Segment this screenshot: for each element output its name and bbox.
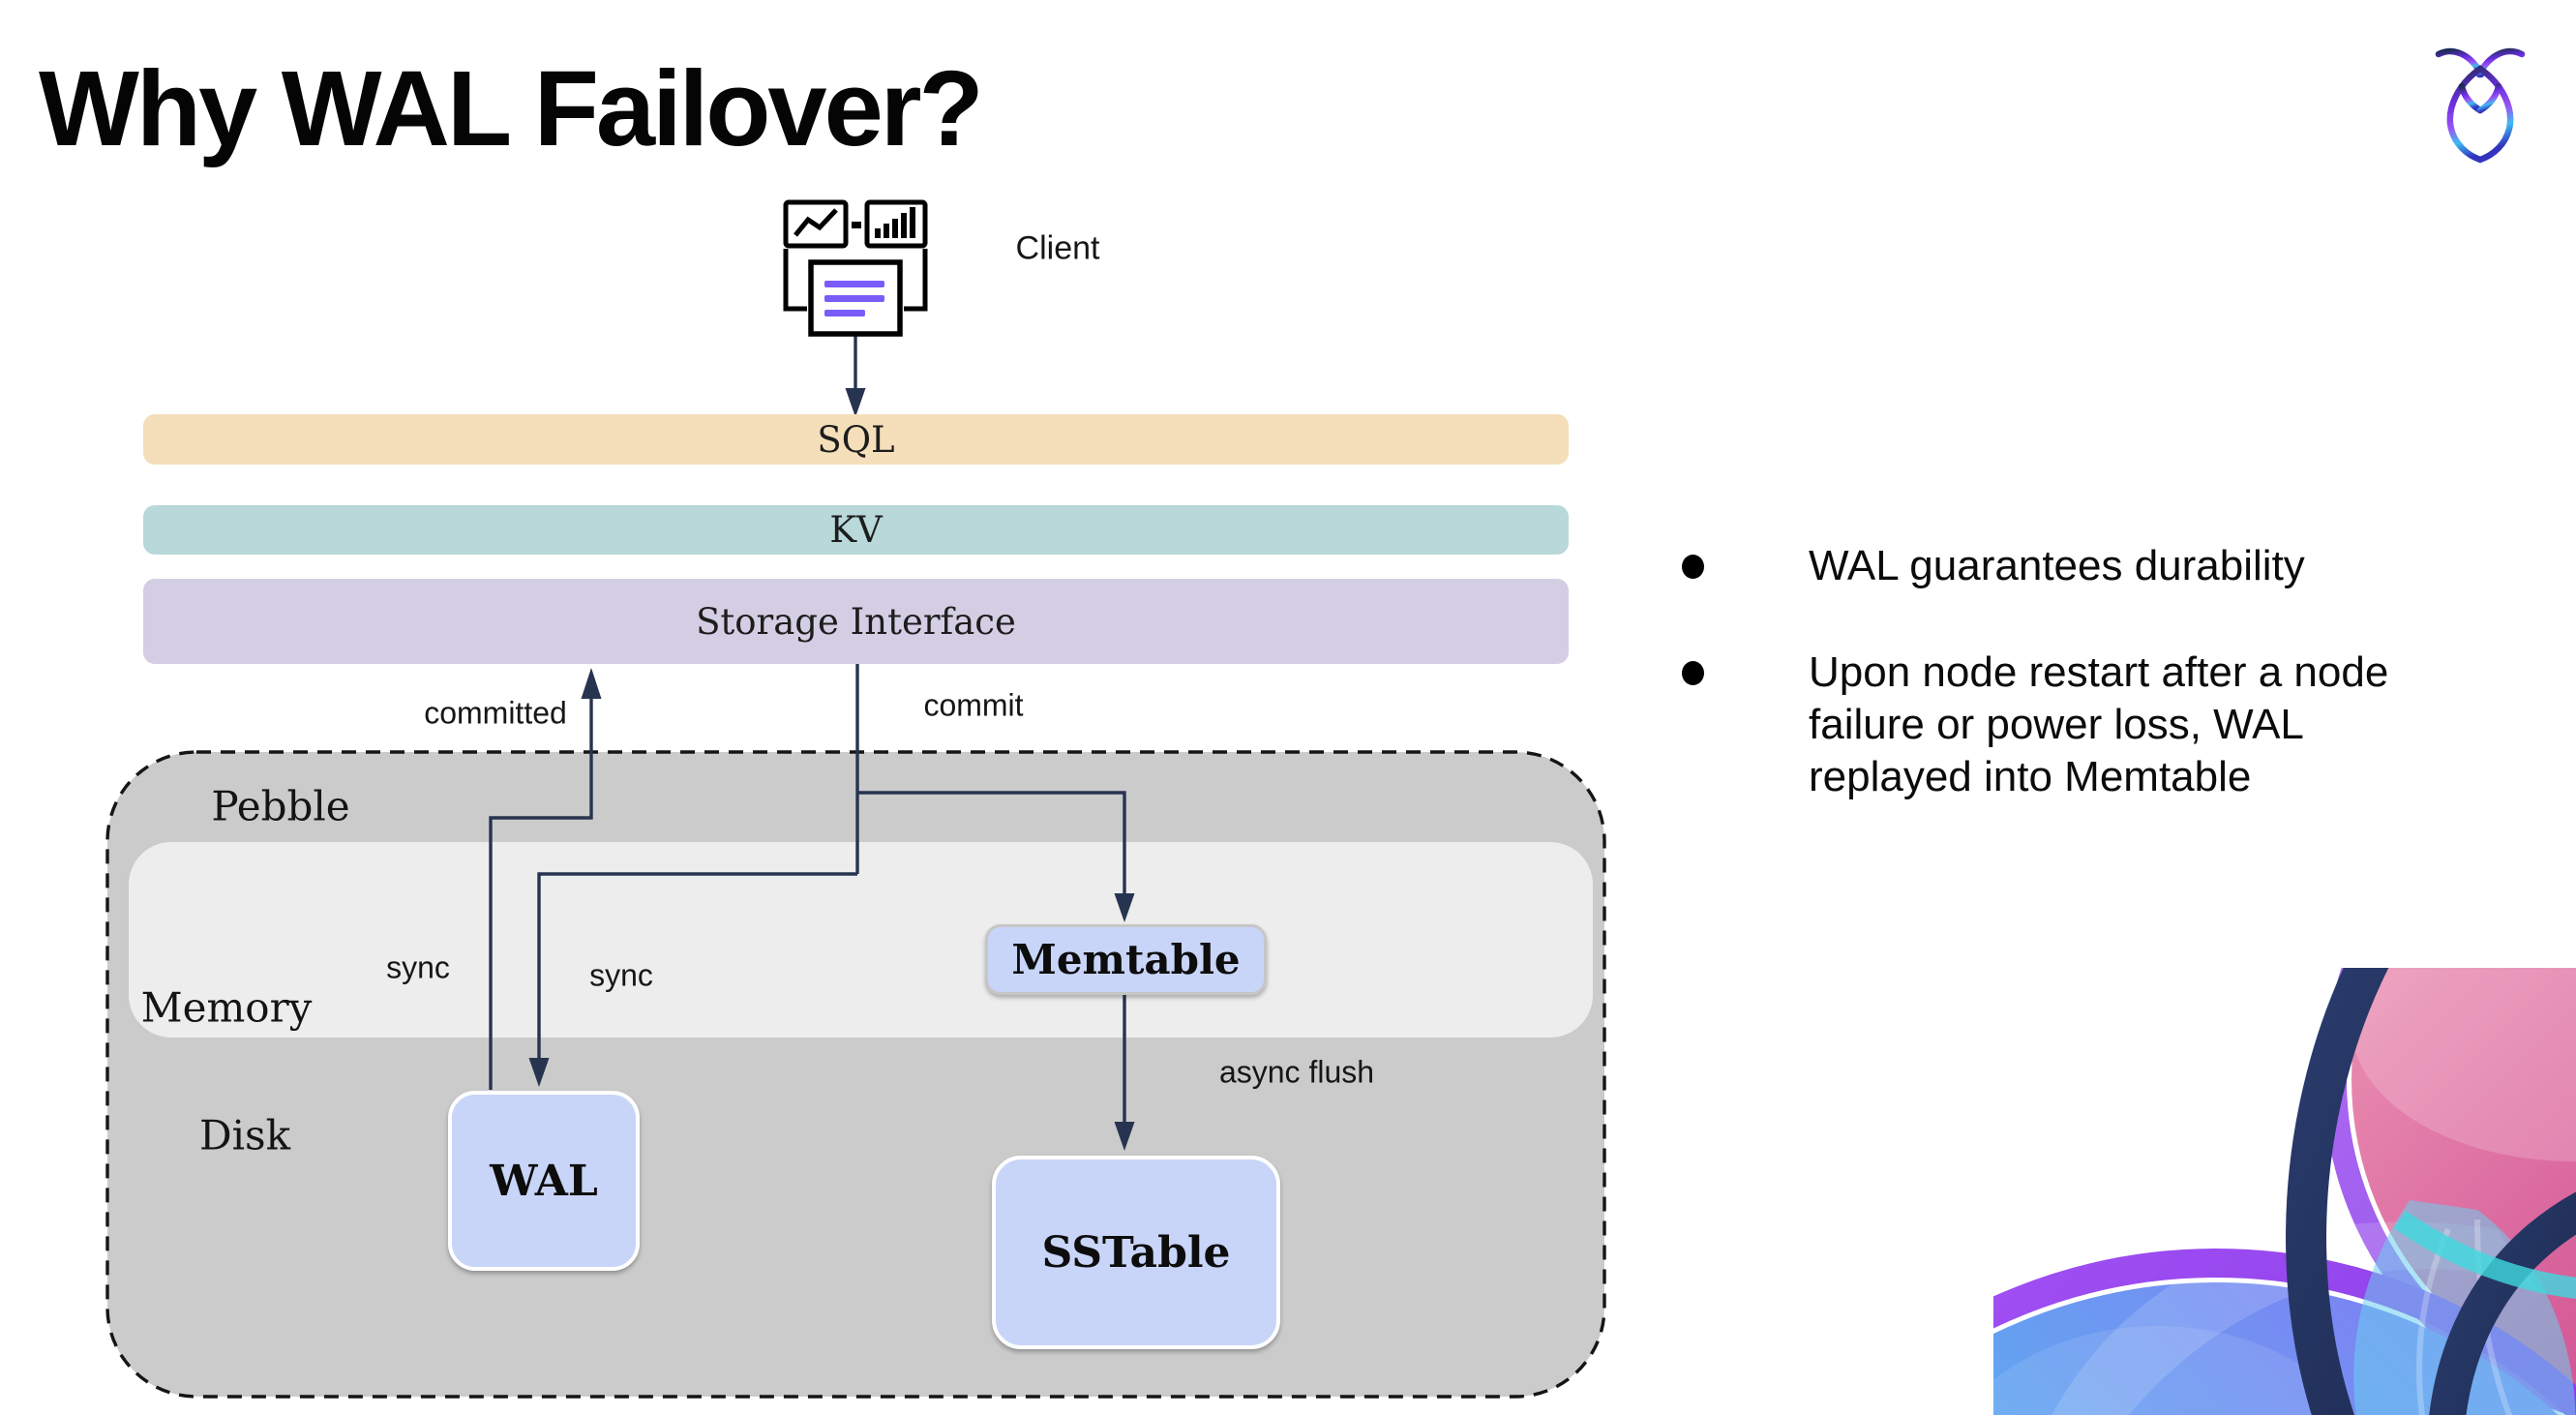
bullet-text: WAL guarantees durability (1809, 542, 2305, 589)
layer-label-kv: KV (829, 509, 883, 551)
sstable-box-label: SSTable (1041, 1227, 1231, 1278)
edge-label-commit: commit (923, 687, 1024, 723)
pebble-label: Pebble (211, 782, 350, 830)
list-item: Upon node restart after a node failure o… (1666, 647, 2557, 803)
bullet-list: WAL guarantees durability Upon node rest… (1666, 540, 2557, 803)
bullet-dot (1682, 661, 1704, 685)
page-title: Why WAL Failover? (39, 49, 984, 168)
layer-label-sql: SQL (817, 418, 895, 461)
sstable-box: SSTable (992, 1156, 1280, 1349)
bullet-dot (1682, 555, 1704, 579)
wal-box: WAL (448, 1091, 640, 1271)
edge-label-async-flush: async flush (1218, 1054, 1375, 1090)
line-chart-icon (783, 199, 849, 249)
cockroachdb-logo-icon (2435, 47, 2526, 164)
client-label: Client (1015, 229, 1100, 267)
memtable-box-label: Memtable (1011, 936, 1241, 983)
list-item: WAL guarantees durability (1666, 540, 2557, 592)
layer-bar-storage-interface: Storage Interface (143, 579, 1569, 664)
disk-label: Disk (198, 1111, 291, 1159)
edge-label-committed: committed (424, 695, 567, 731)
document-icon (783, 249, 928, 337)
edge-label-sync-right: sync (589, 957, 653, 993)
bar-chart-icon (864, 199, 928, 249)
layer-bar-sql: SQL (143, 414, 1569, 465)
memory-label: Memory (140, 983, 313, 1032)
dash-glyph (852, 222, 861, 228)
memory-band (129, 842, 1593, 1038)
arrow-heads (528, 388, 1135, 1151)
layer-bar-kv: KV (143, 505, 1569, 555)
pebble-container (105, 750, 1606, 1399)
client-icon (783, 199, 928, 337)
brand-artwork (1993, 968, 2576, 1415)
edge-label-sync-left: sync (386, 949, 450, 985)
memtable-box: Memtable (985, 924, 1267, 995)
bullet-text: Upon node restart after a node failure o… (1809, 648, 2389, 800)
layer-label-storage-interface: Storage Interface (696, 600, 1016, 643)
wal-box-label: WAL (490, 1156, 598, 1206)
